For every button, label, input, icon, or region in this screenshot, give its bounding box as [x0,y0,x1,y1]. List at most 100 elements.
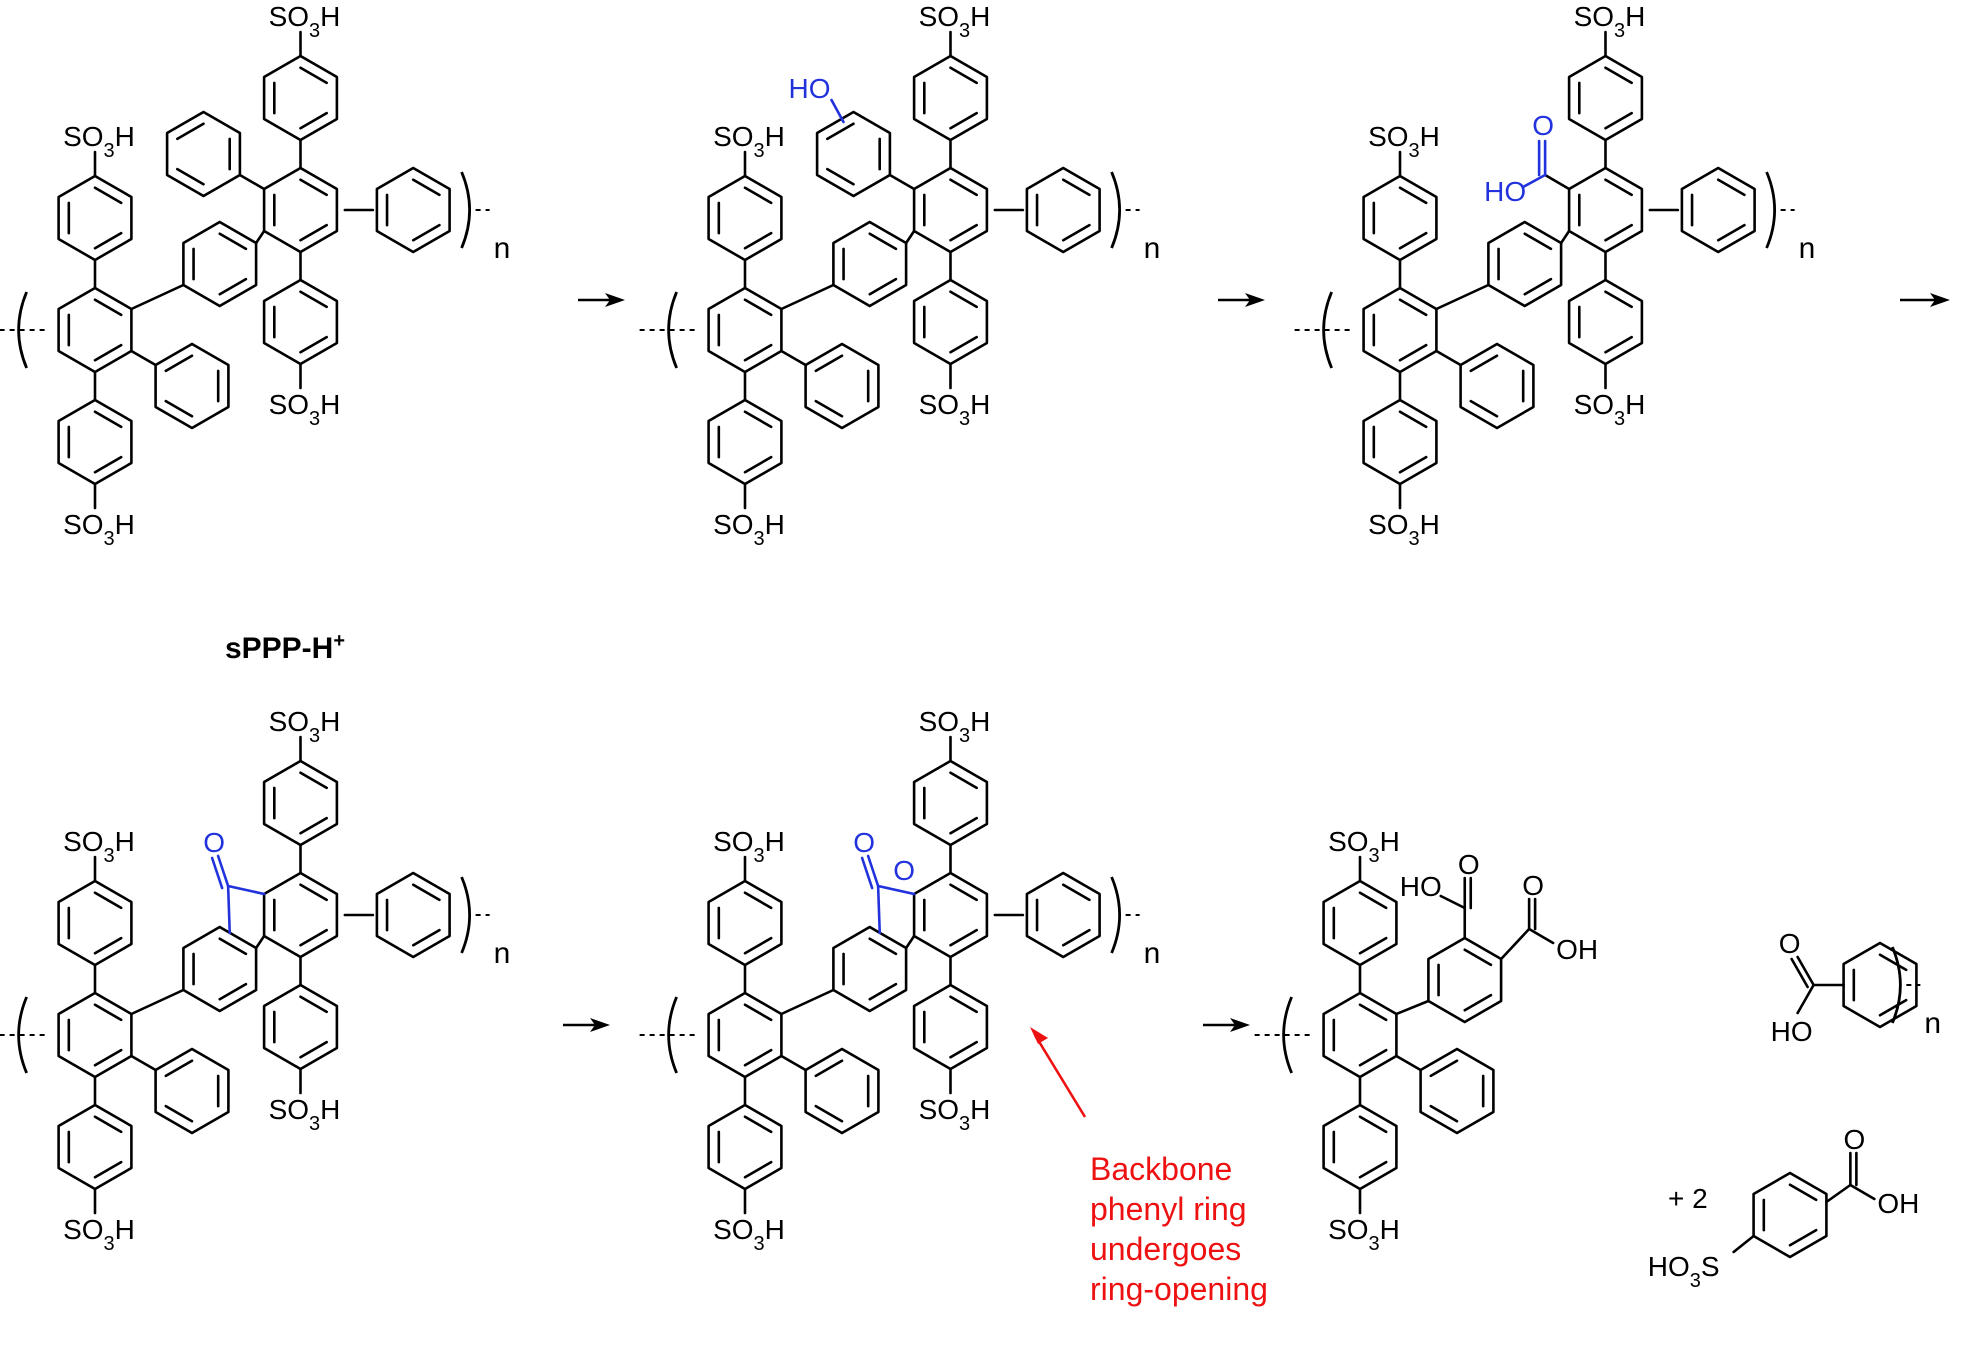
double-bond [1788,1183,1818,1202]
ring-outline [1362,174,1438,262]
carboxyl-bond [1499,927,1531,961]
double-bond [93,1003,123,1022]
repeat-unit-n: n [1924,1007,1941,1040]
aryl-bond [1435,349,1462,367]
double-bond [743,891,773,910]
arrow-head [1245,293,1265,307]
backbone-phenylene-right [1680,166,1756,254]
sulfophenyl-ring [262,759,339,847]
ring-outline [57,174,133,262]
sulfonic-acid-label: SO3H [713,826,785,867]
double-bond [949,290,978,309]
sulfonyl-bond [1732,1234,1755,1254]
ring-outline [1419,1047,1495,1135]
ring-outline [1322,879,1398,967]
ring-outline [707,174,783,262]
double-bond [1878,953,1908,972]
backbone-phenylene-right [1025,871,1101,959]
double-bond [164,1104,194,1123]
sulfonic-acid-label: SO3H [269,706,341,747]
double-bond [826,167,855,186]
sulfophenyl-ring [262,983,339,1071]
repeat-bracket-right [1891,946,1902,1024]
double-bond [93,298,123,317]
aryl-bond [1395,1054,1422,1072]
aryl-bond [238,173,266,191]
ring-outline [375,871,451,959]
phthalic-acid-ring [1427,936,1503,1024]
double-bond [949,1040,978,1059]
phenyl-ring [1459,342,1535,430]
ring-outline [1680,166,1756,254]
backbone-ring-a [57,991,133,1079]
repeat-bracket-right [460,876,471,954]
backbone-ring-b [1567,166,1644,254]
fused-ring-bond [226,884,266,896]
double-bond [949,883,978,902]
double-bond [299,883,328,902]
double-bond [868,277,898,296]
double-bond [218,277,248,296]
double-bond [1398,410,1428,429]
double-bond [299,928,328,947]
double-bond [411,223,441,242]
carbonyl-oxygen-label: O [1522,870,1544,901]
backbone-ring-b [912,166,989,254]
hydroxyl-label: OH [1556,934,1598,965]
repeat-bracket-right [1110,876,1121,954]
double-bond [814,399,844,418]
bridging-phenylene [182,925,258,1013]
sulfonic-acid-label: SO3H [269,1094,341,1135]
double-bond [1358,936,1388,955]
repeat-bracket-right [460,171,471,249]
double-bond [949,995,978,1014]
hydroxyl-label: HO [1484,176,1526,207]
carbonyl-bond [860,856,874,890]
ring-outline [804,1047,880,1135]
carbonyl-oxygen-label: O [1843,1124,1865,1155]
compound-name-sppp: sPPP-H+ [225,630,345,665]
double-bond [411,928,441,947]
sulfonic-acid-label: SO3H [713,509,785,550]
carbonyl-bond [1790,957,1809,989]
double-bond [949,223,978,242]
ring-outline [165,110,242,198]
double-bond [1463,948,1493,967]
double-bond [949,928,978,947]
sulfophenyl-ring [912,278,989,366]
double-bond [814,1059,844,1078]
double-bond [949,771,978,790]
sulfophenyl-ring [1362,398,1438,486]
backbone-ring-a [57,286,133,374]
annotation-text-line: undergoes [1090,1231,1241,1267]
sulfonic-acid-label: SO3H [63,1214,135,1255]
aryl-bond [904,934,916,950]
backbone-ring-b [262,871,339,959]
phenyl-ring [1419,1047,1495,1135]
backbone-ring-a [707,286,783,374]
double-bond [743,455,773,474]
double-bond [93,891,123,910]
aryl-bond [254,934,266,950]
double-bond [743,298,773,317]
double-bond [93,231,123,250]
bridging-phenylene [182,220,258,308]
hydroxyl-label: HO [1400,871,1442,902]
sulfonic-acid-label: SO3H [919,389,991,430]
ring-outline [912,759,989,847]
double-bond [1604,223,1633,242]
backbone-ring-b [262,166,339,254]
double-bond [743,343,773,362]
double-bond [299,111,328,130]
hydroxyl-label: HO [788,73,830,104]
double-bond [218,937,248,956]
aryl-bond [130,988,185,1016]
annotation-text-line: Backbone [1090,1151,1232,1187]
ring-outline [375,166,451,254]
double-bond [1398,231,1428,250]
aryl-bond [888,173,916,191]
sulfonic-acid-label: SO3H [1328,1214,1400,1255]
double-bond [1061,178,1091,197]
sulfophenyl-ring [262,278,339,366]
